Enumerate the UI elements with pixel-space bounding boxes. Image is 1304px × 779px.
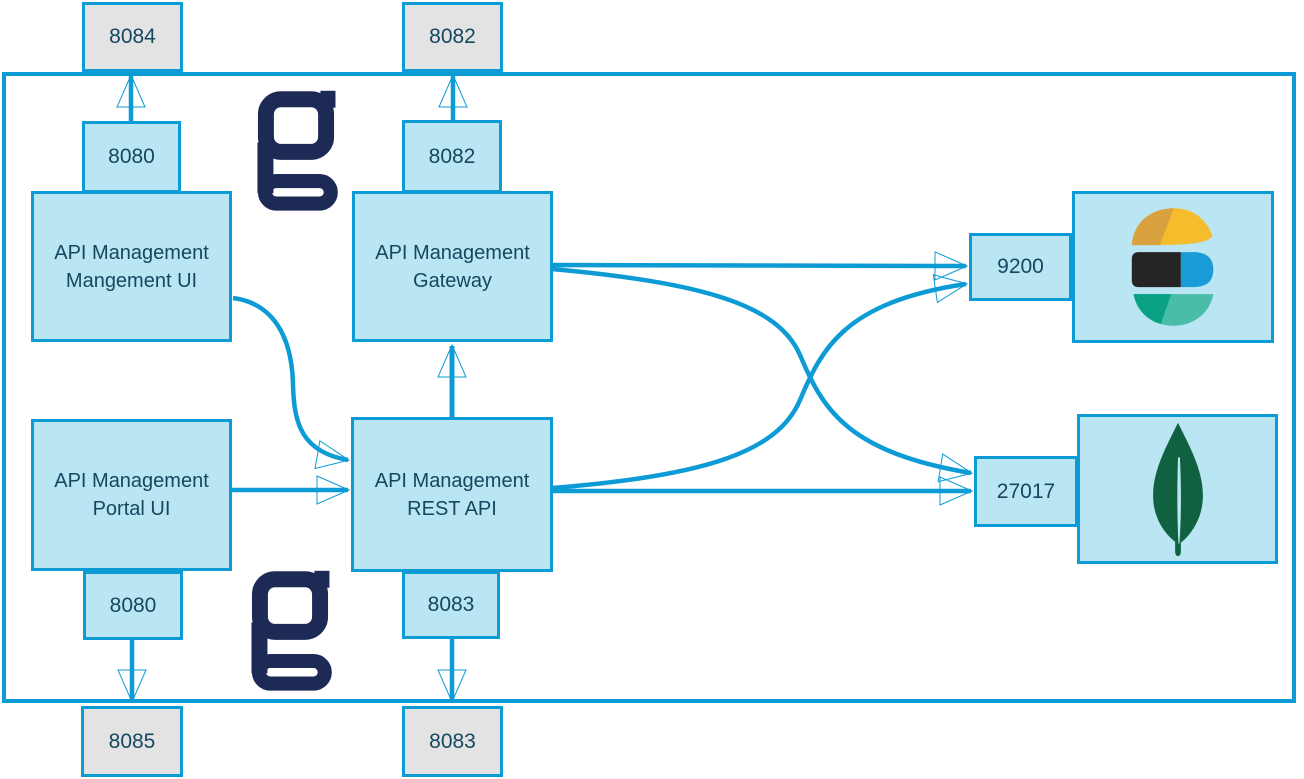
elasticsearch-icon <box>1075 194 1271 340</box>
external-port-8084-label: 8084 <box>109 25 156 48</box>
external-port-8082: 8082 <box>402 2 503 72</box>
node-rest-api: API Management REST API <box>351 417 553 572</box>
port-tab-elasticsearch-9200: 9200 <box>969 233 1072 301</box>
port-tab-gateway-8082: 8082 <box>402 120 502 193</box>
port-tab-rest-api-8083: 8083 <box>402 571 500 639</box>
node-rest-api-label-line2: REST API <box>407 497 497 520</box>
node-rest-api-label-line1: API Management <box>374 469 530 492</box>
external-port-8085-label: 8085 <box>108 729 156 753</box>
gravitee-g-icon <box>249 86 343 214</box>
node-elasticsearch <box>1072 191 1274 343</box>
port-tab-rest-api-8083-label: 8083 <box>427 593 475 616</box>
mongodb-leaf-icon <box>1080 417 1275 561</box>
external-port-8083-label: 8083 <box>429 729 476 753</box>
node-portal-ui: API Management Portal UI <box>31 419 232 571</box>
node-gateway-label-line2: Gateway <box>413 269 492 292</box>
host-boundary <box>2 72 1296 703</box>
external-port-8083: 8083 <box>402 706 503 777</box>
node-rest-api-label: API Management REST API <box>375 467 530 523</box>
gravitee-g-icon <box>243 568 337 692</box>
external-port-8082-label: 8082 <box>429 25 476 48</box>
node-gateway-label-line1: API Management <box>375 241 530 264</box>
node-gateway: API Management Gateway <box>352 191 553 342</box>
node-management-ui: API Management Mangement UI <box>31 191 232 342</box>
node-portal-ui-label-line2: Portal UI <box>92 498 171 520</box>
port-tab-elasticsearch-9200-label: 9200 <box>997 255 1044 278</box>
port-tab-portal-ui-8080-label: 8080 <box>109 593 157 617</box>
node-mongodb <box>1077 414 1278 564</box>
port-tab-mongodb-27017: 27017 <box>974 456 1078 527</box>
port-tab-management-ui-8080-label: 8080 <box>108 145 155 168</box>
node-gateway-label: API Management Gateway <box>375 239 530 295</box>
port-tab-portal-ui-8080: 8080 <box>83 571 183 640</box>
port-tab-mongodb-27017-label: 27017 <box>996 479 1056 503</box>
node-portal-ui-label: API Management Portal UI <box>54 467 209 523</box>
port-tab-gateway-8082-label: 8082 <box>428 144 476 168</box>
node-management-ui-label-line2: Mangement UI <box>65 269 198 292</box>
port-tab-management-ui-8080: 8080 <box>82 121 181 193</box>
node-management-ui-label-line1: API Management <box>54 241 209 264</box>
node-portal-ui-label-line1: API Management <box>54 470 209 492</box>
external-port-8084: 8084 <box>82 2 183 72</box>
external-port-8085: 8085 <box>81 706 183 777</box>
node-management-ui-label: API Management Mangement UI <box>54 239 209 295</box>
